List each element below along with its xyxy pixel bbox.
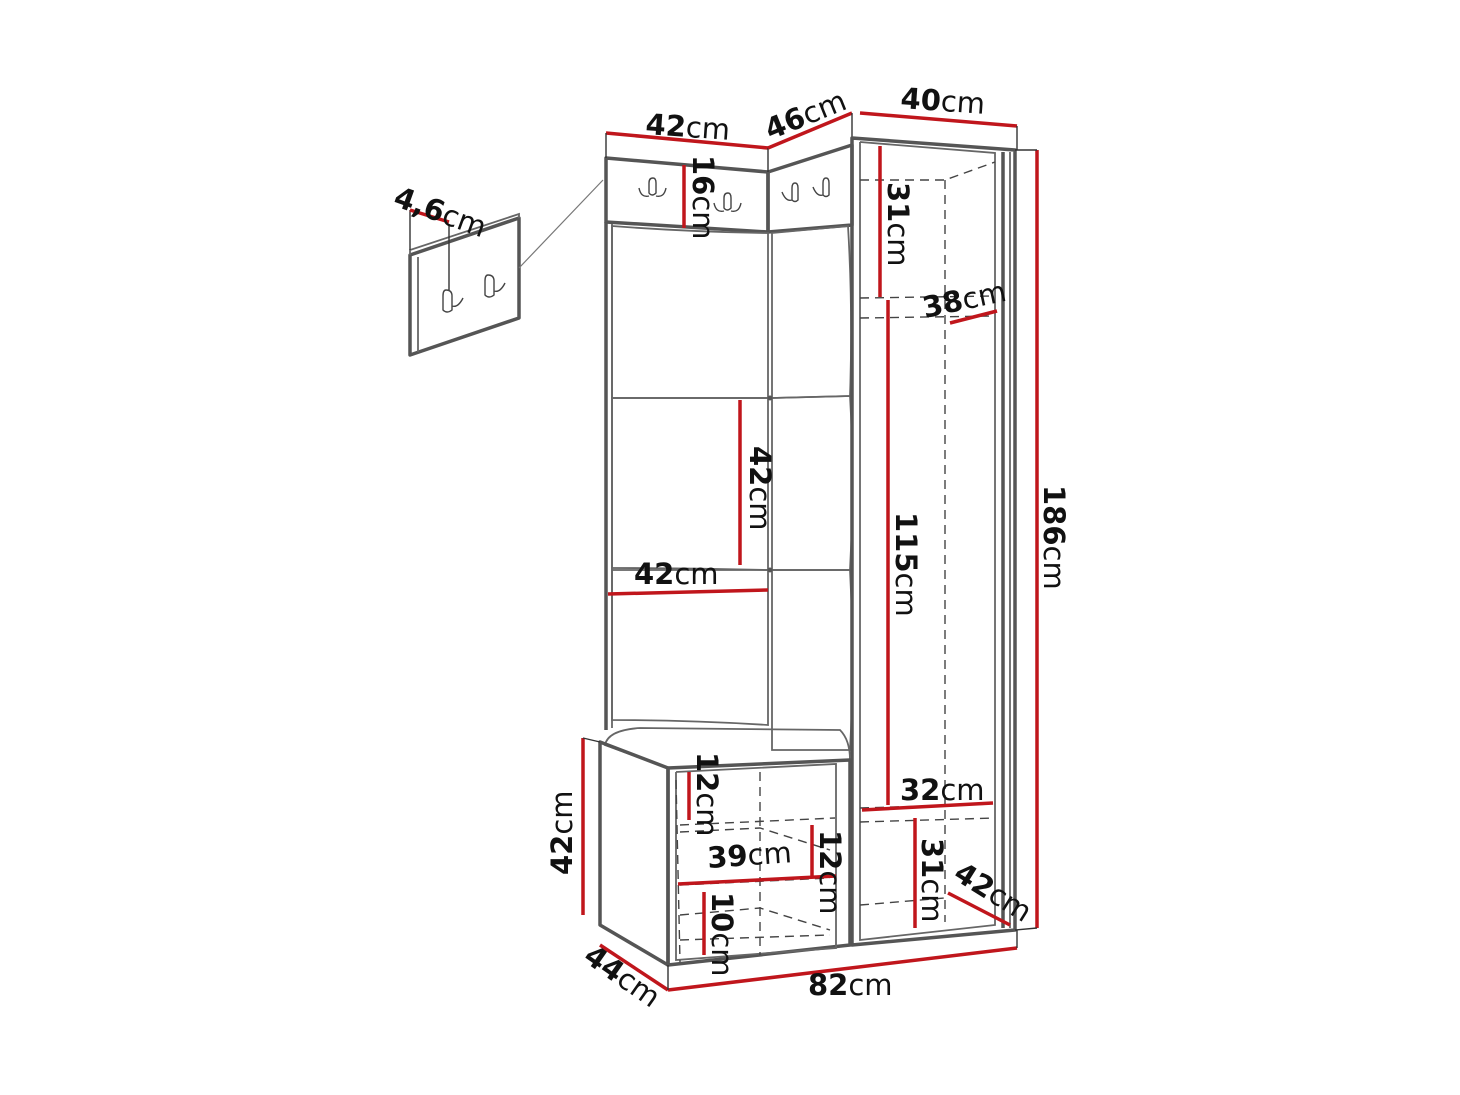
shoe-bench (581, 727, 1018, 992)
wall-hanger-panel (408, 179, 604, 357)
dim-label-panel-width: 42cm (634, 557, 719, 591)
dim-label-bench-shelf-mid: 12cm (813, 830, 847, 915)
dim-label-shelf-depth: 38cm (919, 274, 1009, 325)
coat-hook-icon (812, 177, 830, 198)
detail-leader-line (518, 179, 604, 269)
dim-label-inner-width-low: 32cm (900, 773, 985, 807)
coat-hook-icon (442, 289, 464, 313)
coat-hook-icon (638, 177, 667, 198)
dim-label-bottom-compartment: 31cm (915, 838, 949, 923)
dim-label-bench-shelf-top: 12cm (690, 752, 724, 837)
dim-label-bench-height: 42cm (545, 790, 579, 875)
dim-label-cabinet-width: 40cm (900, 81, 987, 121)
button-tuft (767, 567, 773, 573)
dim-label-shelf-top-height: 31cm (881, 182, 915, 267)
dim-label-hanger-depth: 4,6cm (390, 180, 491, 245)
coat-hook-icon (713, 192, 742, 213)
dim-label-bench-inner-width: 39cm (706, 835, 793, 875)
dim-label-rail-height: 115cm (889, 512, 923, 617)
dim-label-panel-height: 42cm (743, 446, 777, 531)
dim-label-panel-width-top: 42cm (645, 107, 732, 147)
dim-label-hanger-height: 16cm (686, 155, 720, 240)
coat-hook-icon (484, 274, 506, 298)
coat-hook-icon (781, 182, 799, 203)
button-tuft (767, 395, 773, 401)
tall-cabinet (850, 111, 1039, 947)
dim-label-bench-shelf-low: 10cm (705, 892, 739, 977)
dim-label-corner-width: 46cm (760, 83, 851, 146)
dim-label-bench-depth: 44cm (578, 938, 667, 1014)
upholstered-wall-panels (604, 222, 854, 751)
dim-label-total-width: 82cm (808, 968, 893, 1002)
dim-label-total-height: 186cm (1037, 485, 1071, 590)
